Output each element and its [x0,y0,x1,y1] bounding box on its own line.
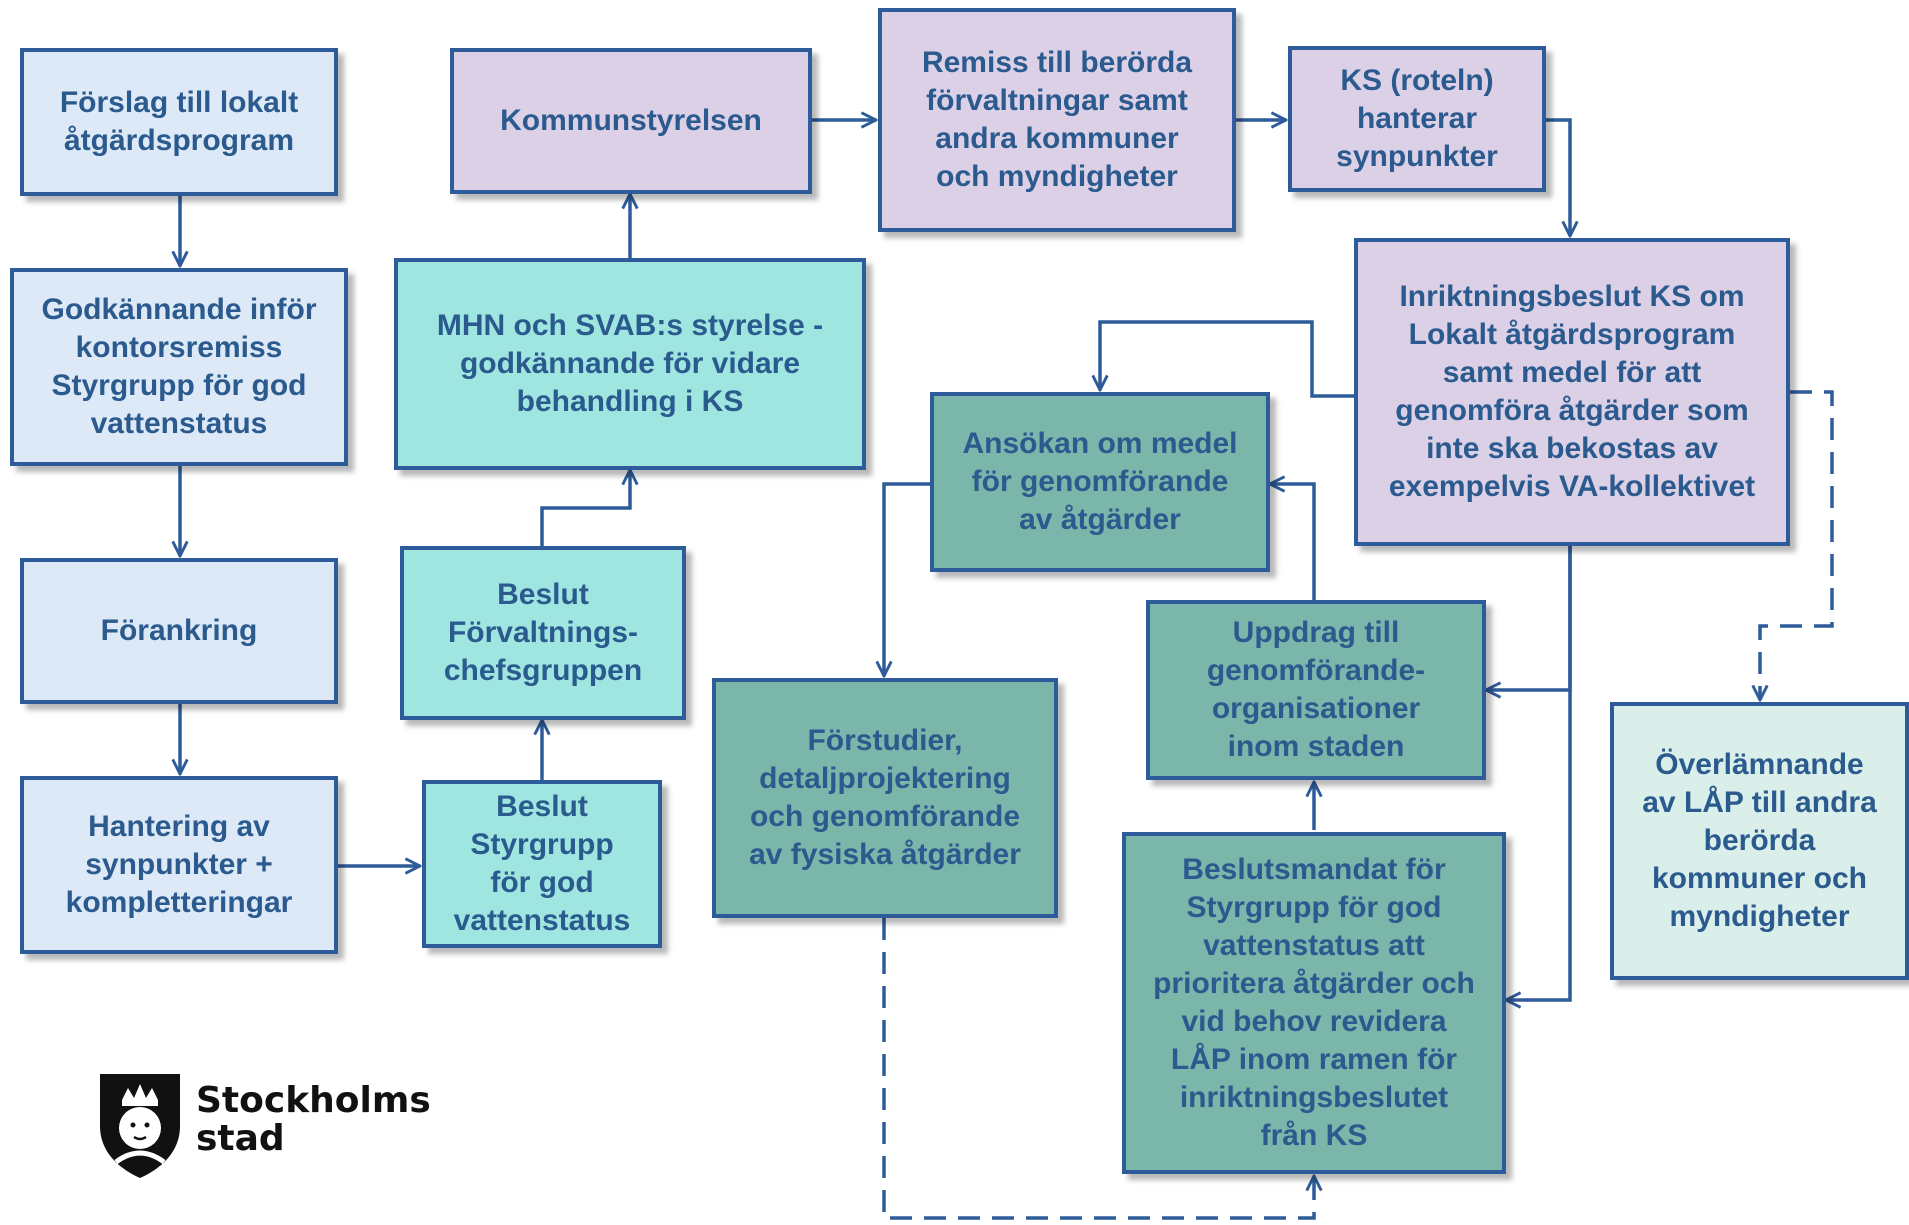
logo-text: Stockholms stad [196,1080,431,1159]
box-beslut-forvaltning: Beslut Förvaltnings- chefsgruppen [400,546,686,720]
box-uppdrag: Uppdrag till genomförande- organisatione… [1146,600,1486,780]
box-forstudier: Förstudier, detaljprojektering och genom… [712,678,1058,918]
arrow-inriktning-to-ansokan [1100,320,1354,398]
box-beslutsmandat: Beslutsmandat för Styrgrupp för god vatt… [1122,832,1506,1174]
stockholms-stad-logo: Stockholms stad [96,1070,431,1185]
box-remiss: Remiss till berörda förvaltningar samt a… [878,8,1236,232]
box-forslag: Förslag till lokalt åtgärdsprogram [20,48,338,196]
box-kommunstyrelsen: Kommunstyrelsen [450,48,812,194]
box-inriktningsbeslut: Inriktningsbeslut KS om Lokalt åtgärdspr… [1354,238,1790,546]
arrow-uppdrag-to-ansokan [1270,484,1316,600]
box-mhn-svab: MHN och SVAB:s styrelse - godkännande fö… [394,258,866,470]
box-godkannande: Godkännande inför kontorsremiss Styrgrup… [10,268,348,466]
box-ks-roteln: KS (roteln) hanterar synpunkter [1288,46,1546,192]
arrow-inriktning-to-beslutsmandat [1506,546,1572,1000]
arrow-inriktning-to-uppdrag [1486,546,1572,690]
box-overlamnande: Överlämnande av LÅP till andra berörda k… [1610,702,1909,980]
box-forankring: Förankring [20,558,338,704]
box-ansokan: Ansökan om medel för genomförande av åtg… [930,392,1270,572]
box-beslut-styrgrupp: Beslut Styrgrupp för god vattenstatus [422,780,662,948]
crest-icon [100,1074,180,1178]
arrow-ks-roteln-to-inriktning [1546,118,1570,236]
box-hantering: Hantering av synpunkter + kompletteringa… [20,776,338,954]
dashed-arrow-forstudier-to-beslutsmandat [882,918,1314,1220]
dashed-arrow-inriktning-to-overlamnande [1760,390,1834,700]
arrow-ansokan-to-forstudier [884,482,930,676]
arrow-beslut-forvaltning-to-mhn [540,470,630,546]
